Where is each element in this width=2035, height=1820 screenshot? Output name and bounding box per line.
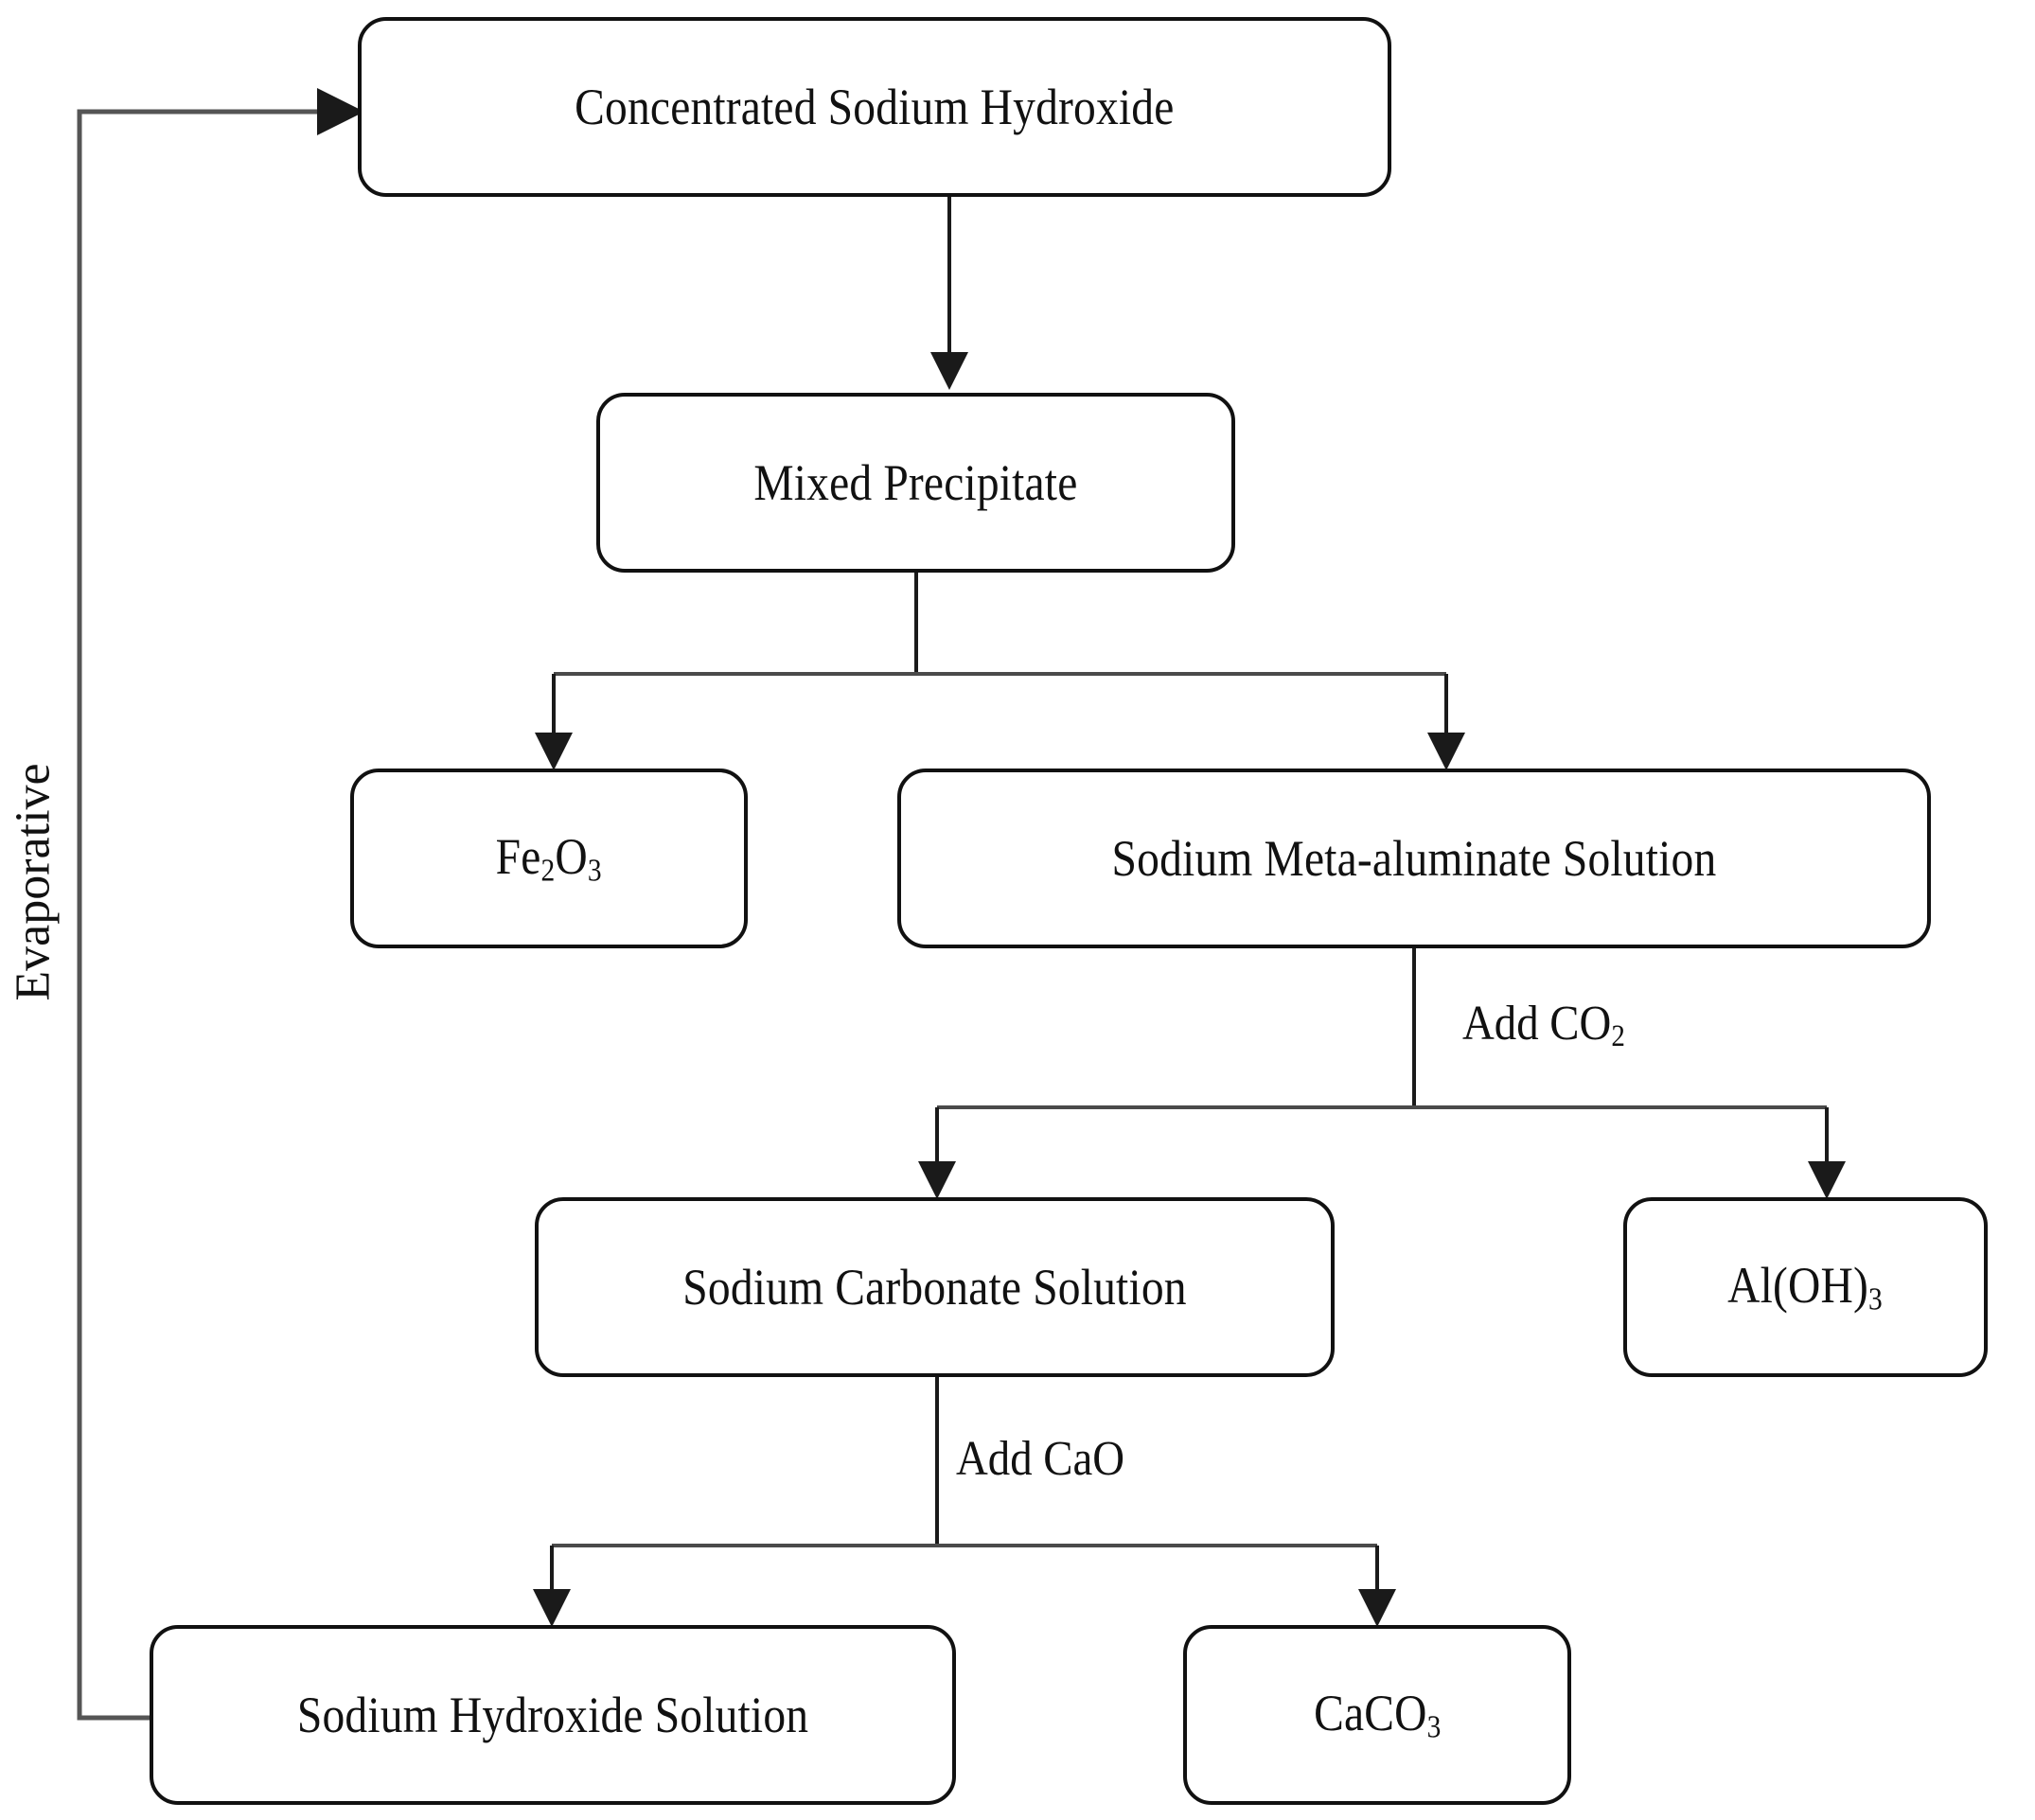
node-label-mixed-precipitate: Mixed Precipitate — [753, 453, 1078, 511]
connector-meta-aluminate-split — [918, 948, 1846, 1199]
side-label-evaporative: Evaporative — [6, 763, 61, 1001]
node-label-concentrated-sodium-hydroxide: Concentrated Sodium Hydroxide — [575, 78, 1175, 135]
node-mixed-precipitate[interactable]: Mixed Precipitate — [596, 393, 1235, 573]
edge-label-add-co2: Add CO2 — [1462, 997, 1625, 1053]
connector-carbonate-split — [533, 1377, 1396, 1627]
node-label-sodium-hydroxide-solution: Sodium Hydroxide Solution — [296, 1686, 809, 1743]
node-sodium-carbonate-solution[interactable]: Sodium Carbonate Solution — [535, 1197, 1335, 1377]
connector-feedback-loop — [77, 88, 364, 1721]
node-label-al-oh-3: Al(OH)3 — [1727, 1256, 1884, 1317]
node-fe2o3[interactable]: Fe2O3 — [350, 769, 748, 948]
node-label-sodium-meta-aluminate-solution: Sodium Meta-aluminate Solution — [1111, 829, 1717, 887]
edge-label-add-cao: Add CaO — [956, 1432, 1125, 1486]
node-label-fe2o3: Fe2O3 — [495, 827, 603, 889]
node-caco3[interactable]: CaCO3 — [1183, 1625, 1571, 1805]
node-label-sodium-carbonate-solution: Sodium Carbonate Solution — [682, 1258, 1187, 1316]
node-label-caco3: CaCO3 — [1313, 1684, 1442, 1745]
connector-mixed-precipitate-split — [535, 573, 1465, 770]
node-sodium-meta-aluminate-solution[interactable]: Sodium Meta-aluminate Solution — [897, 769, 1931, 948]
node-al-oh-3[interactable]: Al(OH)3 — [1623, 1197, 1988, 1377]
node-concentrated-sodium-hydroxide[interactable]: Concentrated Sodium Hydroxide — [358, 17, 1391, 197]
node-sodium-hydroxide-solution[interactable]: Sodium Hydroxide Solution — [150, 1625, 956, 1805]
